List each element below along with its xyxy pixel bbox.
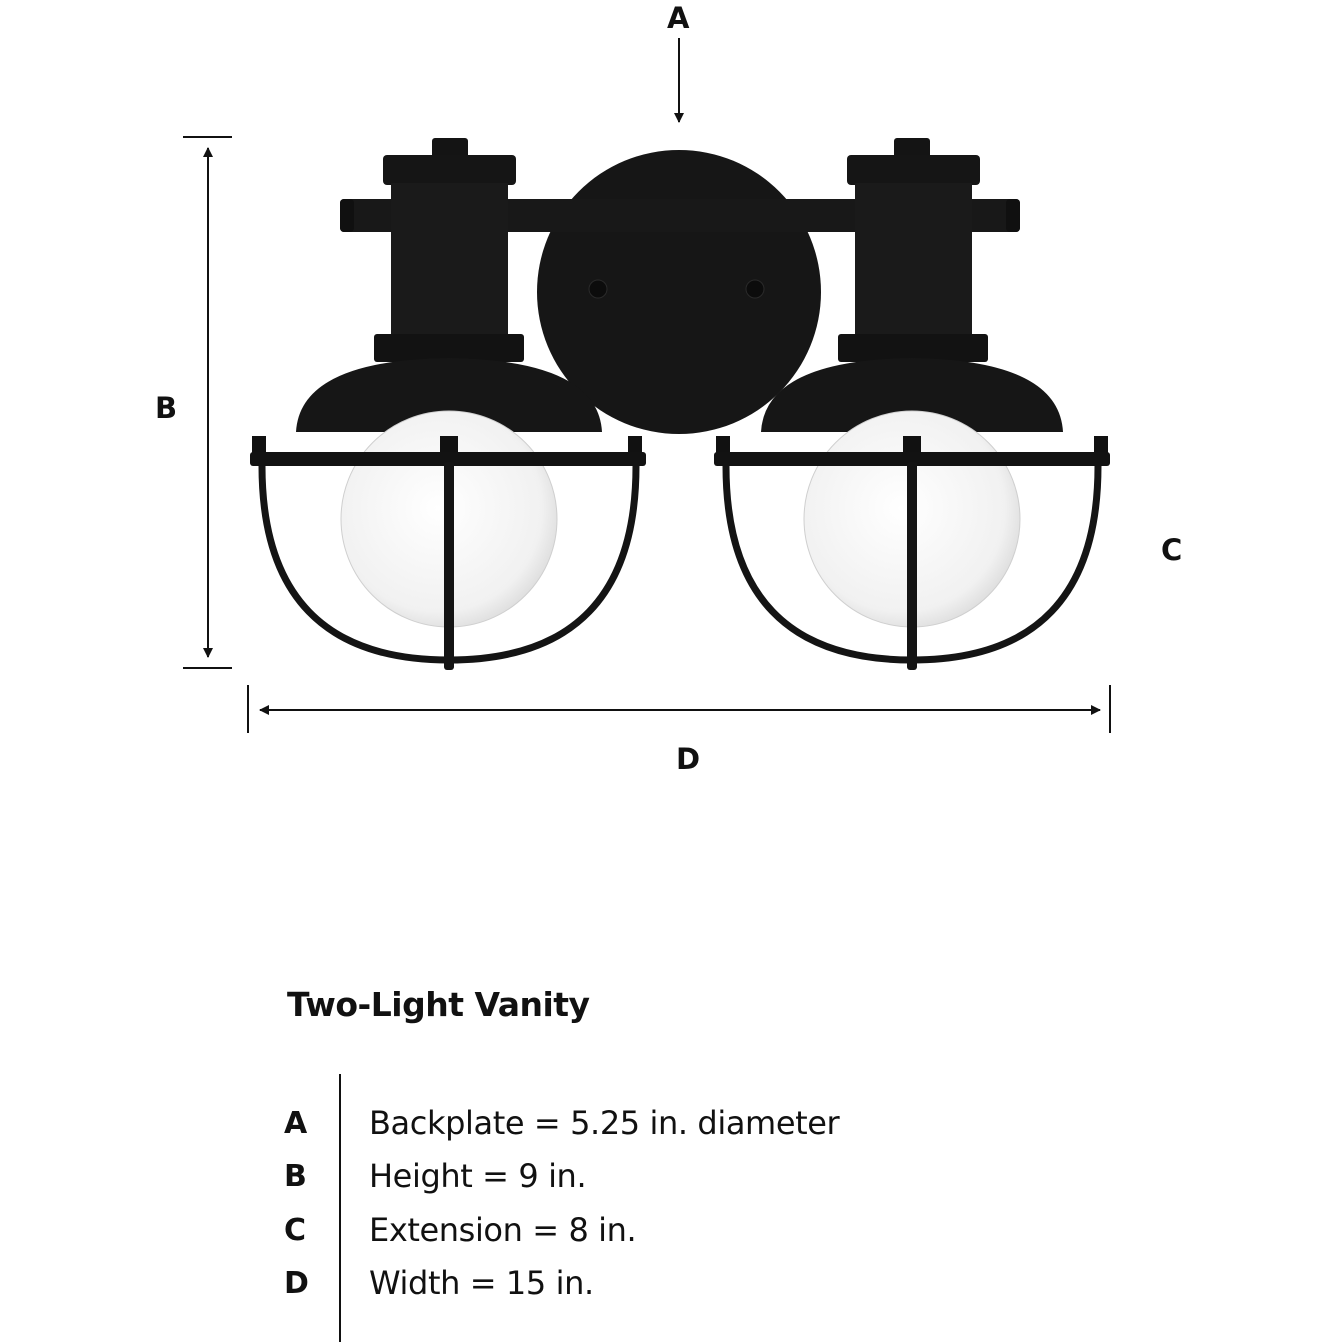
dimension-d-arrow bbox=[247, 685, 1111, 733]
spec-divider bbox=[339, 1074, 341, 1342]
dimension-label-b: B bbox=[155, 391, 178, 425]
dimension-label-a: A bbox=[667, 1, 690, 35]
spec-letter: D bbox=[284, 1266, 309, 1301]
spec-text: Width = 15 in. bbox=[369, 1264, 594, 1302]
dimension-b-arrow bbox=[183, 136, 232, 669]
spec-text: Height = 9 in. bbox=[369, 1157, 587, 1195]
spec-letter: B bbox=[284, 1159, 307, 1194]
spec-row-width: D Width = 15 in. bbox=[0, 1264, 1000, 1304]
product-title: Two-Light Vanity bbox=[287, 985, 590, 1024]
dimension-label-d: D bbox=[676, 742, 701, 776]
left-lamp bbox=[250, 138, 646, 670]
crossbar bbox=[340, 199, 1020, 232]
spec-text: Backplate = 5.25 in. diameter bbox=[369, 1104, 840, 1142]
dimension-label-c: C bbox=[1161, 533, 1183, 567]
spec-row-backplate: A Backplate = 5.25 in. diameter bbox=[0, 1104, 1000, 1144]
spec-row-extension: C Extension = 8 in. bbox=[0, 1211, 1000, 1251]
spec-letter: C bbox=[284, 1213, 307, 1248]
vanity-fixture-drawing bbox=[183, 38, 1111, 733]
spec-text: Extension = 8 in. bbox=[369, 1211, 637, 1249]
right-lamp bbox=[714, 138, 1110, 670]
spec-letter: A bbox=[284, 1106, 308, 1141]
spec-row-height: B Height = 9 in. bbox=[0, 1157, 1000, 1197]
